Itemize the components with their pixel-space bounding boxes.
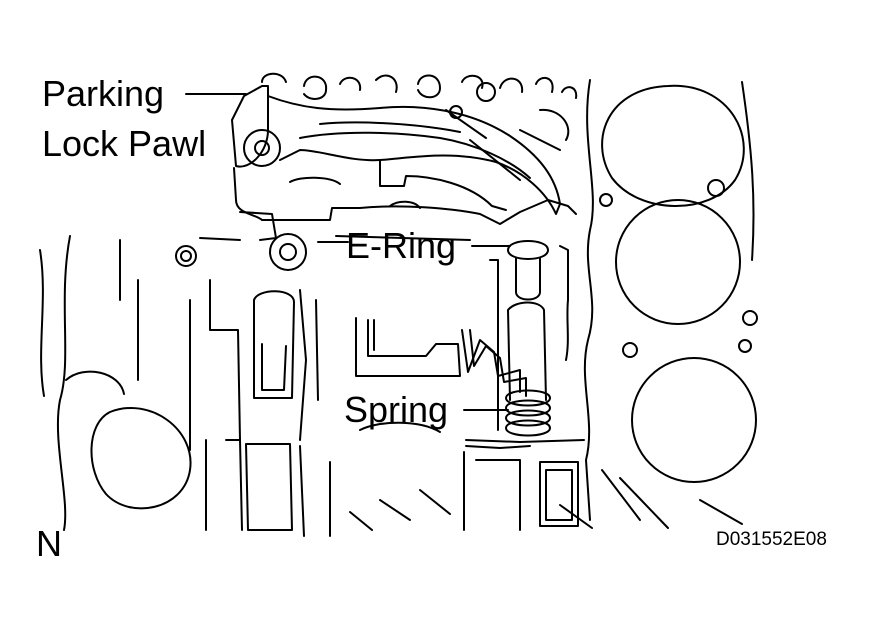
label-parking-lock-pawl-line2: Lock Pawl <box>42 123 207 164</box>
spring-coil-4 <box>505 419 551 437</box>
right-bores <box>559 79 758 529</box>
lower-left-bore-inner <box>65 370 125 395</box>
e-ring-washer-1 <box>269 233 307 271</box>
pawl-pivot-inner <box>254 140 270 156</box>
bottom-block <box>539 461 579 527</box>
small-hole-r2 <box>599 193 613 207</box>
leader-lines <box>185 93 511 411</box>
pawl-pivot-outer <box>243 129 281 167</box>
right-body-edge <box>583 79 594 521</box>
e-ring-shaft <box>515 257 541 301</box>
plate-line-long <box>199 235 471 241</box>
valve-spool-inner <box>261 343 287 391</box>
spring-base <box>465 439 585 449</box>
valve-spool-bore <box>253 290 295 399</box>
bottom-slot <box>463 451 521 531</box>
lower-rect-port-2 <box>245 443 293 531</box>
plate-slot <box>289 176 421 209</box>
pawl-arm <box>267 95 561 215</box>
spring-coil-3 <box>505 409 551 427</box>
spring-coil-2 <box>505 399 551 417</box>
e-ring-clip <box>507 240 549 260</box>
small-hole-r4 <box>738 339 752 353</box>
spring-wire-2 <box>469 329 527 397</box>
valve-body <box>39 235 579 537</box>
bore-top-circle <box>601 84 745 207</box>
e-ring-washer-1-inner <box>279 243 297 261</box>
figure-code: D031552E08 <box>716 529 827 550</box>
lower-rect-port-1 <box>205 439 243 531</box>
lower-channel <box>299 421 441 537</box>
shaft-guide <box>489 245 569 431</box>
pawl-cam-face <box>379 159 507 211</box>
right-lower-lines <box>559 469 743 529</box>
center-channel <box>299 289 319 441</box>
bore-middle-circle <box>615 199 741 325</box>
label-parking-lock-pawl-line1: Parking <box>42 73 165 114</box>
small-hole-r1 <box>707 179 725 197</box>
separator-plate-edge <box>199 167 577 241</box>
spring-coil-1 <box>505 389 551 407</box>
upper-channels <box>445 108 570 181</box>
valve-body-center-outline <box>119 239 241 451</box>
pawl-rib <box>299 121 531 179</box>
bottom-edge-ticks <box>349 489 451 531</box>
upper-casting <box>261 72 578 181</box>
far-right-edge <box>741 81 755 261</box>
bore-bottom-circle <box>631 357 757 483</box>
label-e-ring: E-Ring <box>346 225 457 266</box>
valve-body-left-edge <box>39 235 71 531</box>
label-spring: Spring <box>344 389 449 430</box>
lower-left-bore <box>90 406 192 510</box>
upper-bolt-hole-1 <box>476 82 496 102</box>
left-bolt-hole <box>175 245 197 267</box>
detent-housing <box>355 317 461 377</box>
left-bolt-hole-inner <box>180 250 192 262</box>
orientation-mark: N <box>36 523 62 564</box>
small-hole-r3 <box>742 310 758 326</box>
bottom-block-inner <box>545 469 573 521</box>
parking-lock-pawl <box>231 85 561 215</box>
spring-assembly <box>461 329 585 449</box>
small-hole-r5 <box>622 342 638 358</box>
plate-step <box>239 211 277 241</box>
upper-holes-outline <box>261 72 578 100</box>
shaft-bore <box>507 301 547 401</box>
